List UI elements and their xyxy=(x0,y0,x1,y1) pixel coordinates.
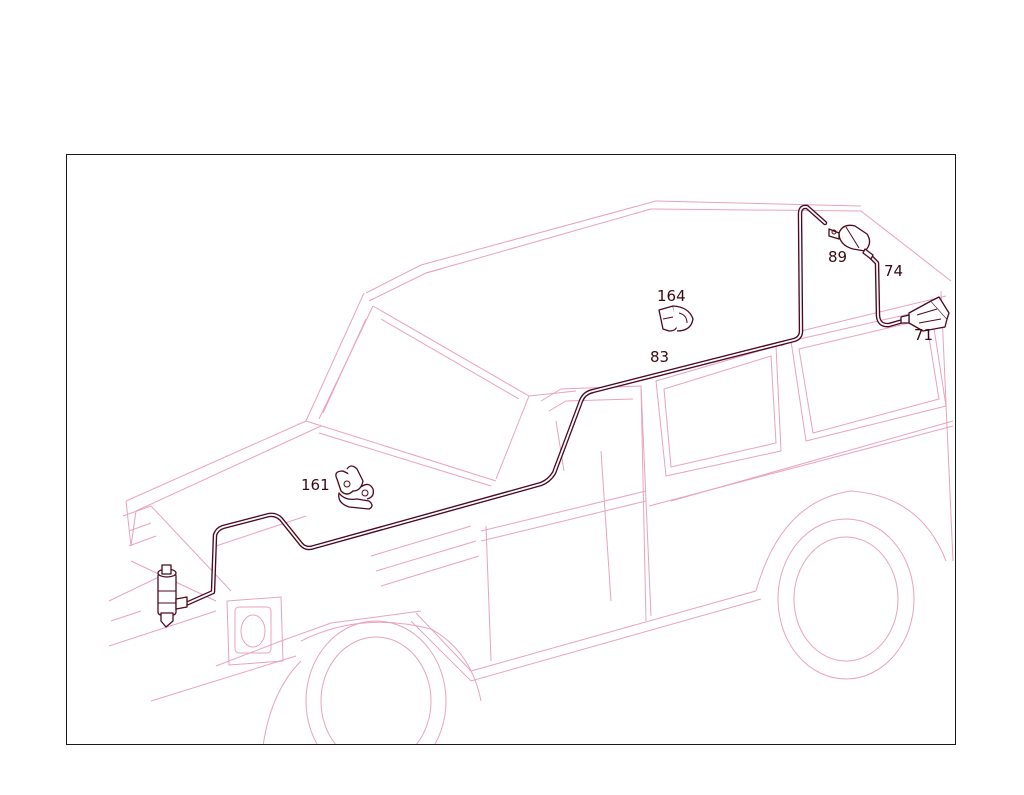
callout-164[interactable]: 164 xyxy=(657,287,686,305)
parts-diagram xyxy=(108,200,954,744)
clip-161[interactable] xyxy=(335,465,375,510)
callout-161[interactable]: 161 xyxy=(301,476,330,494)
callout-83[interactable]: 83 xyxy=(650,348,670,366)
vehicle-outline xyxy=(108,200,954,744)
valve-89[interactable] xyxy=(828,224,874,260)
callout-89[interactable]: 89 xyxy=(828,248,848,266)
callout-71[interactable]: 71 xyxy=(914,326,934,344)
clip-164[interactable] xyxy=(658,305,694,332)
callout-74[interactable]: 74 xyxy=(884,262,904,280)
diagram-frame: 161 164 83 89 74 71 xyxy=(66,154,956,745)
hose-74[interactable] xyxy=(868,254,906,328)
washer-pump[interactable] xyxy=(157,564,188,628)
washer-hose-83[interactable] xyxy=(183,204,828,607)
nozzle-71[interactable] xyxy=(900,296,950,332)
